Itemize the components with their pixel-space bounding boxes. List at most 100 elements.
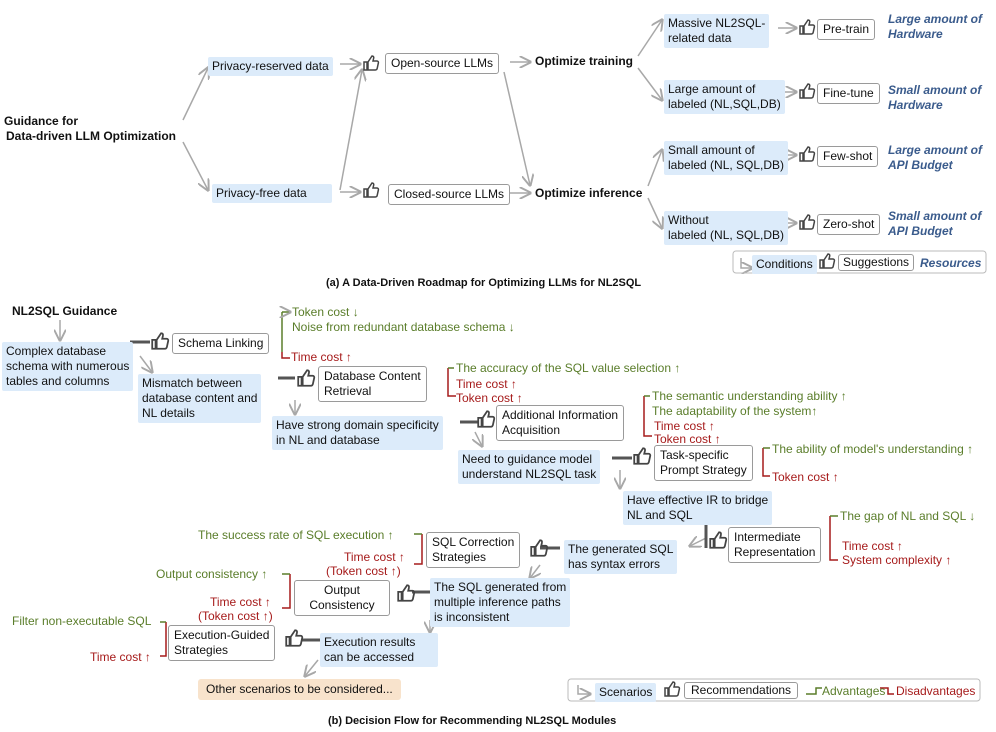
dis-m3-time-cost: Time cost ↑ (654, 419, 715, 433)
scenario-domain-line1: Have strong domain specificity (276, 418, 439, 432)
condition-massive-line2: related data (668, 31, 732, 45)
legend-condition-arrow (740, 258, 752, 268)
adv-m2-accuracy: The accuracy of the SQL value selection … (456, 361, 681, 375)
legend-dis-mark (880, 687, 894, 695)
arrow-s1-to-s2 (139, 355, 152, 372)
thumbs-up-icon (819, 253, 836, 269)
bracket-dis-m5 (829, 516, 838, 561)
module-sql-correction: SQL Correction Strategies (426, 532, 521, 568)
thumbs-up-icon (799, 146, 816, 162)
dis-m6-token-cost: (Token cost ↑) (326, 564, 401, 578)
scenario-ir-line2: NL and SQL (627, 508, 693, 522)
legend-scenarios: Scenarios (595, 683, 657, 702)
legend-conditions: Conditions (752, 255, 817, 274)
optimize-inference-node: Optimize inference (535, 186, 643, 200)
scenario-complex-schema-line1: Complex database (6, 344, 107, 358)
scenario-exec-line1: Execution results (324, 635, 416, 649)
arrow-guidance-to-privacy-reserved (182, 68, 208, 121)
module-intermediate-representation: Intermediate Representation (728, 527, 822, 563)
thumbs-up-icon (799, 83, 816, 99)
thumbs-up-icon (664, 681, 681, 697)
module-output-consistency: Output Consistency (294, 580, 390, 616)
pretrain-node: Pre-train (817, 19, 876, 40)
thumbs-up-icon (799, 214, 816, 230)
resource-zeroshot: Small amount of API Budget (888, 209, 981, 239)
resource-pretrain-line1: Large amount of (888, 12, 983, 26)
adv-m3-adaptability: The adaptability of the system↑ (652, 404, 818, 418)
bracket-dis-m2 (447, 368, 456, 397)
legend-resources: Resources (920, 256, 982, 270)
scenario-syntax-errors: The generated SQL has syntax errors (564, 540, 678, 574)
optimize-training-node: Optimize training (535, 54, 634, 68)
scenario-complex-schema-line2: schema with numerous (6, 359, 130, 373)
thumbs-up-icon (633, 447, 652, 465)
scenario-inconsistent-line2: multiple inference paths (434, 595, 561, 609)
condition-large: Large amount of labeled (NL,SQL,DB) (664, 80, 785, 114)
scenario-syntax-line2: has syntax errors (568, 557, 661, 571)
nl2sql-guidance-title: NL2SQL Guidance (12, 304, 118, 318)
module-execution-guided: Execution-Guided Strategies (168, 625, 276, 661)
resource-zeroshot-line1: Small amount of (888, 209, 982, 223)
adv-m3-semantic: The semantic understanding ability ↑ (652, 389, 847, 403)
legend-b-frame (567, 678, 981, 702)
bracket-dis-m4 (762, 448, 770, 477)
legend-adv-mark (806, 687, 822, 695)
dis-m7-time-cost: Time cost ↑ (210, 595, 271, 609)
module-dbcr-line2: Retrieval (324, 384, 372, 398)
closed-source-llms-node: Closed-source LLMs (388, 184, 511, 205)
scenario-effective-ir: Have effective IR to bridge NL and SQL (623, 491, 773, 525)
dis-m6-time-cost: Time cost ↑ (344, 550, 405, 564)
dis-m5-time-cost: Time cost ↑ (842, 539, 903, 553)
fewshot-node: Few-shot (817, 146, 879, 167)
scenario-domain-specificity: Have strong domain specificity in NL and… (272, 416, 443, 450)
thumbs-up-icon (363, 182, 380, 198)
condition-without-line2: labeled (NL, SQL,DB) (668, 228, 785, 242)
dis-m8-time-cost: Time cost ↑ (90, 650, 151, 664)
module-eg-line2: Strategies (174, 643, 229, 657)
module-eg-line1: Execution-Guided (174, 628, 270, 642)
condition-small: Small amount of labeled (NL, SQL,DB) (664, 141, 789, 175)
dis-m1-time-cost: Time cost ↑ (291, 350, 352, 364)
scenario-mismatch-line2: database content and (142, 391, 258, 405)
scenario-mismatch-line1: Mismatch between (142, 376, 243, 390)
module-dbcr-line1: Database Content (324, 369, 421, 383)
scenario-mismatch: Mismatch between database content and NL… (138, 374, 262, 423)
module-oc-line2: Consistency (309, 598, 375, 612)
condition-massive: Massive NL2SQL- related data (664, 14, 770, 48)
thumbs-up-icon (799, 19, 816, 35)
bracket-dis-m8 (160, 622, 167, 657)
caption-b: (b) Decision Flow for Recommending NL2SQ… (328, 715, 617, 727)
scenario-domain-line2: in NL and database (276, 433, 380, 447)
arrow-training-to-large (637, 67, 662, 100)
legend-a-frame (732, 250, 987, 274)
scenario-task-line2: understand NL2SQL task (462, 467, 597, 481)
scenario-execution-results: Execution results can be accessed (320, 633, 438, 667)
module-task-prompt: Task-specific Prompt Strategy (654, 445, 753, 481)
scenario-complex-schema-line3: tables and columns (6, 374, 110, 388)
scenario-task-understanding: Need to guidance model understand NL2SQL… (458, 450, 601, 484)
adv-m1-noise: Noise from redundant database schema ↓ (292, 320, 515, 334)
module-aia-line2: Acquisition (502, 423, 561, 437)
dis-m2-token-cost: Token cost ↑ (456, 391, 523, 405)
arrow-open-to-inference (503, 71, 530, 185)
finetune-node: Fine-tune (817, 83, 880, 104)
arrow-s6-to-s7 (530, 564, 540, 578)
module-sqlc-line2: Strategies (432, 550, 487, 564)
adv-m5-gap: The gap of NL and SQL ↓ (840, 509, 976, 523)
resource-pretrain-line2: Hardware (888, 27, 943, 41)
legend-scenario-arrow (577, 685, 590, 694)
other-scenarios-node: Other scenarios to be considered... (198, 679, 401, 700)
guidance-title-line2: Data-driven LLM Optimization (6, 129, 177, 143)
resource-pretrain: Large amount of Hardware (888, 12, 982, 42)
arrow-s8-to-other (305, 659, 319, 676)
condition-large-line2: labeled (NL,SQL,DB) (668, 97, 781, 111)
zeroshot-node: Zero-shot (817, 214, 881, 235)
legend-advantages: Advantages (822, 684, 886, 698)
thumbs-up-icon (151, 332, 170, 350)
arrow-guidance-to-privacy-free (182, 141, 208, 190)
arrow-inference-to-without (647, 197, 662, 228)
thumbs-up-icon (363, 55, 380, 71)
arrow-inference-to-small (647, 150, 662, 187)
arrow-free-to-open (339, 70, 362, 191)
legend-disadvantages: Disadvantages (896, 684, 976, 698)
